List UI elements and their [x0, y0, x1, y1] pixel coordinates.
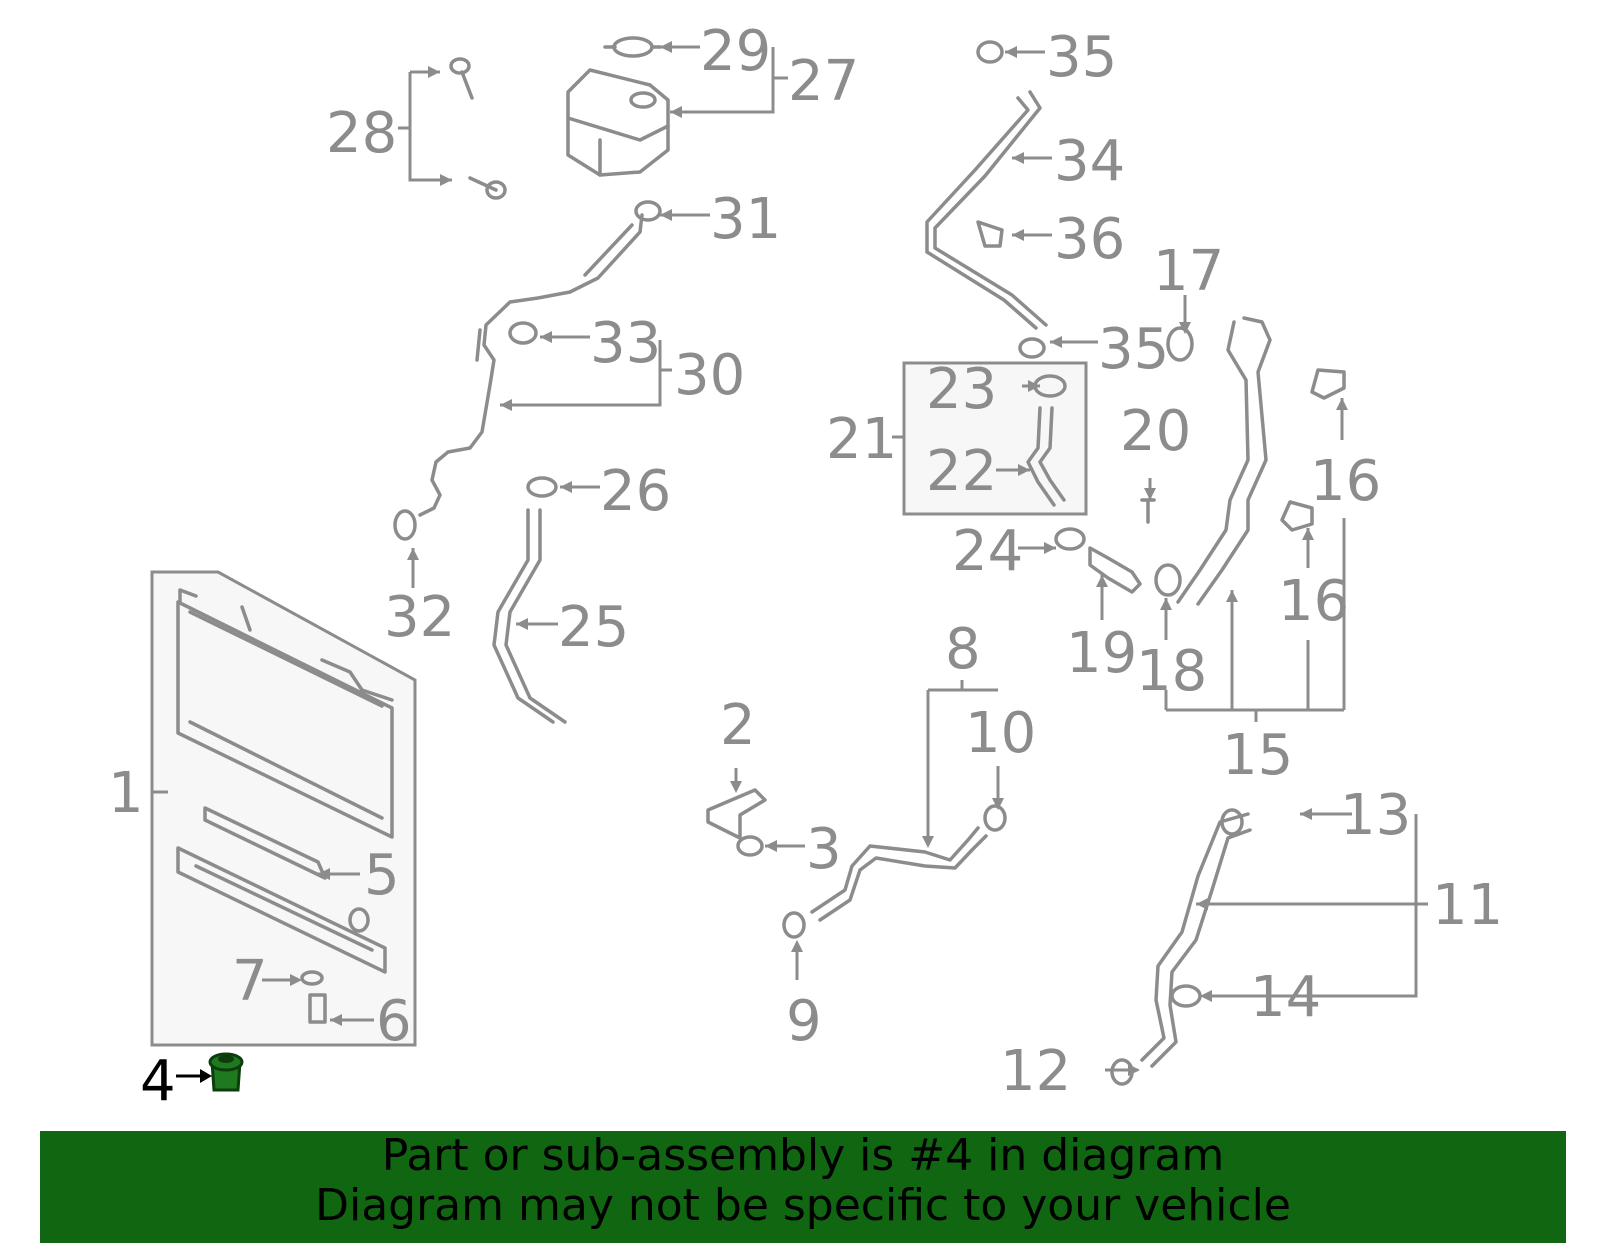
- callout-16b: 16: [1278, 569, 1349, 634]
- callout-35a: 35: [1046, 25, 1117, 90]
- callout-27: 27: [788, 49, 859, 114]
- callout-29: 29: [700, 19, 771, 84]
- overflow-hose: [933, 90, 1048, 327]
- callout-10: 10: [965, 701, 1036, 766]
- callout-13: 13: [1340, 783, 1411, 848]
- callout-7: 7: [232, 949, 268, 1014]
- upper-hose: [418, 213, 644, 517]
- callout-26: 26: [600, 459, 671, 524]
- callout-3: 3: [806, 817, 842, 882]
- radiator-assembly-panel: [150, 570, 417, 1047]
- reservoir-tank: [566, 36, 670, 177]
- hose-25: [504, 508, 567, 724]
- callout-18: 18: [1136, 639, 1207, 704]
- callout-labels: 1 2 3 4 5 6 7 8 9 10 11 12 13 14 15 16 1…: [108, 19, 1503, 1114]
- info-banner: Part or sub-assembly is #4 in diagram Di…: [40, 1131, 1566, 1243]
- callout-20: 20: [1120, 399, 1191, 464]
- radiator-assembly: [150, 570, 417, 1047]
- bolts-28: [449, 57, 507, 200]
- arrowheads: [290, 41, 1348, 1076]
- callout-19: 19: [1066, 621, 1137, 686]
- heater-hose-15: [1196, 316, 1272, 606]
- callout-1: 1: [108, 761, 144, 826]
- banner-line-1: Part or sub-assembly is #4 in diagram: [381, 1130, 1225, 1181]
- callout-32: 32: [384, 585, 455, 650]
- part-4-highlight: [176, 1052, 244, 1092]
- callout-33: 33: [590, 311, 661, 376]
- callout-6: 6: [376, 989, 412, 1054]
- callout-14: 14: [1250, 965, 1321, 1030]
- leader-lines: [152, 45, 1428, 1072]
- callout-11: 11: [1432, 873, 1503, 938]
- callout-23: 23: [926, 357, 997, 422]
- callout-36: 36: [1054, 207, 1125, 272]
- banner-line-2: Diagram may not be specific to your vehi…: [315, 1180, 1291, 1231]
- callout-35b: 35: [1098, 317, 1169, 382]
- callout-4: 4: [140, 1049, 176, 1114]
- hose-8: [810, 826, 980, 914]
- callout-17: 17: [1153, 239, 1224, 304]
- callout-34: 34: [1054, 129, 1125, 194]
- callout-31: 31: [710, 187, 781, 252]
- callout-9: 9: [786, 989, 822, 1054]
- callout-2: 2: [720, 693, 756, 758]
- callout-5: 5: [364, 843, 400, 908]
- callout-25: 25: [558, 595, 629, 660]
- callout-12: 12: [1000, 1039, 1071, 1104]
- callout-30: 30: [674, 343, 745, 408]
- callout-22: 22: [926, 439, 997, 504]
- callout-28: 28: [326, 101, 397, 166]
- callout-24: 24: [952, 519, 1023, 584]
- callout-21: 21: [826, 407, 897, 472]
- hose-11: [1140, 812, 1250, 1062]
- callout-8: 8: [945, 617, 981, 682]
- callout-16a: 16: [1310, 449, 1381, 514]
- callout-15: 15: [1222, 723, 1293, 788]
